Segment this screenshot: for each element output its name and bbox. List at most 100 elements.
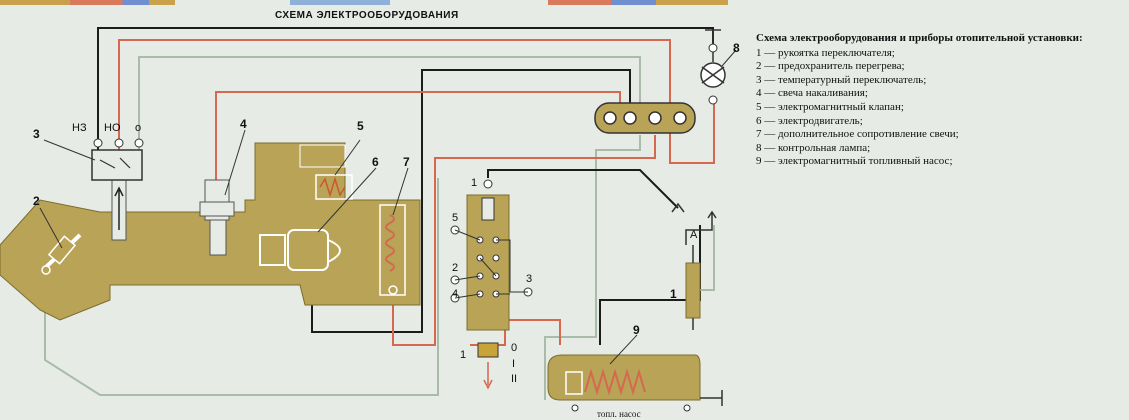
legend-item: 7 — дополнительное сопротивление свечи;: [756, 128, 959, 141]
selector-wiring: [454, 229, 528, 299]
selector-switch: [450, 179, 533, 390]
num-8-lamp: 8: [733, 41, 740, 55]
motor-housing: [287, 229, 329, 271]
motor-bracket: [259, 234, 286, 266]
num-1-fuse: 1: [670, 287, 677, 301]
glow-plug-base: [199, 201, 235, 217]
heater-body: [0, 142, 421, 321]
top-strip-left: [0, 0, 175, 5]
ammeter-arrow: [671, 202, 685, 213]
legend-item: 8 — контрольная лампа;: [756, 141, 871, 154]
pump-coil: [584, 368, 646, 396]
terminal-1: [603, 111, 617, 125]
terminal-bar: [594, 102, 696, 134]
label-o: о: [135, 122, 141, 134]
num-4-plug: 4: [240, 117, 247, 131]
wire-black-ammeter: [487, 169, 679, 209]
wire-red-mid: [392, 135, 656, 346]
impeller: [327, 239, 341, 263]
pump-core: [565, 371, 583, 395]
resistor-mount: [379, 204, 406, 296]
switch-terminal-no: [114, 138, 124, 148]
num-5-valve: 5: [357, 119, 364, 133]
pump-leader: [609, 334, 638, 365]
num-2-selector: 2: [452, 262, 458, 274]
thermo-switch-arrow: [114, 186, 124, 230]
switch-box: [91, 149, 143, 181]
wire-red-top: [118, 39, 715, 164]
num-5-selector: 5: [452, 212, 458, 224]
control-lamp: [700, 29, 726, 105]
valve-coil: [315, 174, 353, 200]
num-9-pump: 9: [633, 323, 640, 337]
num-3-switch: 3: [33, 127, 40, 141]
num-4-selector: 4: [452, 288, 458, 300]
valve-spring: [319, 176, 346, 198]
pump-outlet: [700, 390, 723, 406]
pos-0: 0: [511, 342, 517, 354]
legend-item: 6 — электродвигатель;: [756, 114, 863, 127]
wire-gray-top: [138, 56, 641, 150]
num-1-knob: 1: [460, 349, 466, 361]
selector-resistor: [481, 197, 495, 221]
legend-item: 9 — электромагнитный топливный насос;: [756, 155, 953, 168]
lamp-terminal-bottom: [708, 95, 718, 105]
pump-terminal-b: [683, 404, 691, 412]
selector-arrow: [483, 362, 493, 390]
terminal-2: [623, 111, 637, 125]
wire-black-bottom: [599, 225, 701, 345]
legend-item: 4 — свеча накаливания;: [756, 87, 868, 100]
resistor-terminal: [388, 285, 398, 295]
label-no: НО: [104, 122, 121, 134]
ammeter: [671, 202, 717, 330]
wire-gray-right: [700, 225, 715, 291]
leader-lines: [39, 49, 737, 249]
num-3-selector: 3: [526, 273, 532, 285]
top-strip-center: [290, 0, 390, 5]
selector-body: [466, 194, 510, 331]
selector-knob: [477, 342, 499, 358]
switch-contacts: [99, 157, 131, 169]
num-6-motor: 6: [372, 155, 379, 169]
pos-1: I: [512, 358, 515, 370]
legend-item: 2 — предохранитель перегрева;: [756, 60, 905, 73]
terminal-block: [594, 102, 696, 134]
pos-2: II: [511, 373, 517, 385]
num-7-resistor: 7: [403, 155, 410, 169]
pump-terminal-a: [571, 404, 579, 412]
label-nz: НЗ: [72, 122, 87, 134]
resistor-coil: [385, 214, 395, 272]
legend-title: Схема электрооборудования и приборы отоп…: [756, 32, 1083, 44]
top-strip-right: [548, 0, 728, 5]
lamp-terminal-top: [708, 43, 718, 53]
wire-black-terminal: [311, 69, 631, 333]
legend: Схема электрооборудования и приборы отоп…: [756, 32, 1126, 169]
terminal-4: [673, 111, 687, 125]
temperature-switch: НЗ НО о: [72, 122, 144, 181]
number-labels: 3 2 4 5 6 7 8 1 5 2 4 3 1 0 I II А 1 9: [33, 41, 740, 385]
wire-red-plug: [215, 91, 621, 180]
ammeter-label: А: [690, 229, 698, 241]
wire-gray-mid: [544, 135, 641, 400]
fuse-terminal: [41, 265, 51, 275]
wire-gray-bottom: [44, 178, 439, 396]
terminal-3: [648, 111, 662, 125]
legend-item: 5 — электромагнитный клапан;: [756, 100, 904, 113]
fuse-body: [47, 235, 77, 265]
legend-item: 1 — рукоятка переключателя;: [756, 46, 895, 59]
diagram-title: СХЕМА ЭЛЕКТРООБОРУДОВАНИЯ: [275, 10, 459, 21]
switch-terminal-nz: [93, 138, 103, 148]
legend-item: 3 — температурный переключатель;: [756, 73, 927, 86]
switch-terminal-common: [134, 138, 144, 148]
ammeter-branch: [685, 210, 717, 245]
lamp-filament: [701, 66, 725, 84]
fuel-pump: топл. насос: [547, 334, 723, 419]
glow-plug-tip: [209, 219, 227, 256]
num-1-selector: 1: [471, 177, 477, 189]
fuse-1: [685, 262, 701, 319]
valve-body: [299, 144, 346, 168]
num-2-fuse: 2: [33, 194, 40, 208]
selector-terminal-1: [483, 179, 493, 189]
pump-caption: топл. насос: [597, 409, 641, 419]
